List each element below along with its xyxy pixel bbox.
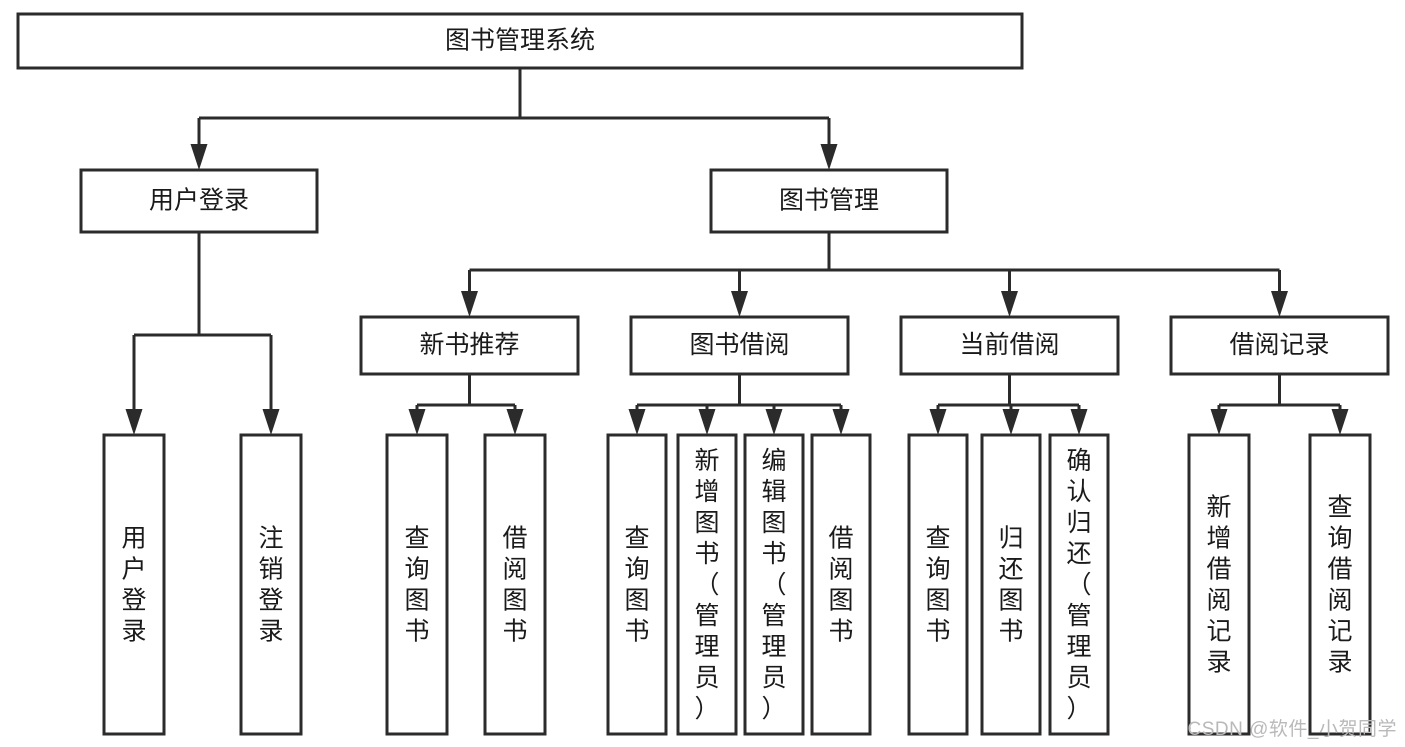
node-layer: 图书管理系统用户登录图书管理新书推荐图书借阅当前借阅借阅记录用户登录注销登录查询… bbox=[16, 12, 1390, 736]
node-box-leaf-query-book-1 bbox=[385, 433, 449, 736]
node-user-login[interactable]: 用户登录 bbox=[79, 168, 319, 234]
node-label-leaf-borrow-book-2: 借阅图书 bbox=[828, 525, 853, 646]
node-box-leaf-query-book-2 bbox=[606, 433, 668, 736]
arrowhead-leaf_query_book_3 bbox=[929, 409, 947, 435]
node-box-borrow-record bbox=[1169, 315, 1390, 376]
node-label-leaf-query-book-2: 查询图书 bbox=[624, 525, 649, 646]
node-box-current-borrow bbox=[899, 315, 1120, 376]
node-label-root: 图书管理系统 bbox=[445, 27, 595, 55]
node-leaf-borrow-book-1[interactable]: 借阅图书 bbox=[483, 433, 547, 736]
node-leaf-query-book-3[interactable]: 查询图书 bbox=[907, 433, 969, 736]
node-box-leaf-add-book bbox=[676, 433, 738, 736]
node-box-root bbox=[16, 12, 1024, 70]
node-box-leaf-user-login bbox=[102, 433, 166, 736]
arrowhead-leaf_return_book bbox=[1002, 409, 1020, 435]
node-box-user-login bbox=[79, 168, 319, 234]
node-leaf-add-book[interactable]: 新增图书（管理员） bbox=[676, 433, 738, 736]
node-borrow-record[interactable]: 借阅记录 bbox=[1169, 315, 1390, 376]
arrowhead-book_borrow bbox=[731, 291, 748, 317]
node-box-book-borrow bbox=[629, 315, 850, 376]
node-leaf-logout[interactable]: 注销登录 bbox=[239, 433, 303, 736]
node-box-leaf-add-record bbox=[1187, 433, 1251, 736]
node-label-leaf-query-book-1: 查询图书 bbox=[404, 525, 429, 646]
arrowhead-leaf_confirm_return bbox=[1070, 409, 1088, 435]
arrowhead-leaf_borrow_book_2 bbox=[832, 409, 850, 435]
arrowhead-borrow_record bbox=[1271, 291, 1288, 317]
node-label-current-borrow: 当前借阅 bbox=[959, 331, 1059, 359]
node-current-borrow[interactable]: 当前借阅 bbox=[899, 315, 1120, 376]
node-label-leaf-logout: 注销登录 bbox=[258, 525, 283, 646]
node-label-borrow-record: 借阅记录 bbox=[1229, 331, 1329, 359]
arrowhead-leaf_add_book bbox=[698, 409, 716, 435]
node-leaf-return-book[interactable]: 归还图书 bbox=[980, 433, 1042, 736]
node-label-leaf-return-book: 归还图书 bbox=[998, 525, 1023, 646]
arrowhead-user_login bbox=[190, 144, 208, 170]
node-leaf-query-book-1[interactable]: 查询图书 bbox=[385, 433, 449, 736]
node-box-leaf-logout bbox=[239, 433, 303, 736]
arrowhead-leaf_borrow_book_1 bbox=[506, 409, 524, 435]
arrowhead-leaf_user_login bbox=[125, 409, 143, 435]
node-label-leaf-add-book: 新增图书（管理员） bbox=[694, 447, 719, 723]
node-root[interactable]: 图书管理系统 bbox=[16, 12, 1024, 70]
node-leaf-query-record[interactable]: 查询借阅记录 bbox=[1308, 433, 1372, 736]
node-leaf-user-login[interactable]: 用户登录 bbox=[102, 433, 166, 736]
arrowhead-book_manage bbox=[820, 144, 838, 170]
arrowhead-leaf_query_book_1 bbox=[408, 409, 426, 435]
node-label-book-borrow: 图书借阅 bbox=[689, 331, 789, 359]
arrowhead-current_borrow bbox=[1001, 291, 1018, 317]
connector-layer bbox=[125, 68, 1349, 435]
node-box-leaf-confirm-return bbox=[1048, 433, 1110, 736]
arrowhead-leaf_add_record bbox=[1210, 409, 1228, 435]
node-book-borrow[interactable]: 图书借阅 bbox=[629, 315, 850, 376]
node-label-new-book-rec: 新书推荐 bbox=[419, 331, 519, 359]
node-label-leaf-query-record: 查询借阅记录 bbox=[1327, 494, 1352, 677]
node-box-leaf-borrow-book-2 bbox=[810, 433, 872, 736]
arrowhead-new_book_rec bbox=[461, 291, 478, 317]
node-label-leaf-edit-book: 编辑图书（管理员） bbox=[761, 447, 786, 723]
node-box-leaf-query-book-3 bbox=[907, 433, 969, 736]
arrowhead-leaf_edit_book bbox=[765, 409, 783, 435]
node-box-leaf-borrow-book-1 bbox=[483, 433, 547, 736]
arrowhead-leaf_query_record bbox=[1331, 409, 1349, 435]
node-box-new-book-rec bbox=[359, 315, 580, 376]
node-leaf-borrow-book-2[interactable]: 借阅图书 bbox=[810, 433, 872, 736]
watermark-text: CSDN @软件_小贺同学 bbox=[1187, 719, 1397, 740]
node-label-leaf-borrow-book-1: 借阅图书 bbox=[502, 525, 527, 646]
node-leaf-confirm-return[interactable]: 确认归还（管理员） bbox=[1048, 433, 1110, 736]
node-label-leaf-user-login: 用户登录 bbox=[121, 525, 146, 646]
node-book-manage[interactable]: 图书管理 bbox=[709, 168, 949, 234]
node-leaf-add-record[interactable]: 新增借阅记录 bbox=[1187, 433, 1251, 736]
node-box-book-manage bbox=[709, 168, 949, 234]
node-label-leaf-confirm-return: 确认归还（管理员） bbox=[1066, 447, 1091, 723]
node-label-leaf-add-record: 新增借阅记录 bbox=[1206, 494, 1231, 677]
node-label-user-login: 用户登录 bbox=[149, 187, 249, 215]
node-new-book-rec[interactable]: 新书推荐 bbox=[359, 315, 580, 376]
arrowhead-leaf_query_book_2 bbox=[628, 409, 646, 435]
node-label-book-manage: 图书管理 bbox=[779, 187, 879, 215]
node-box-leaf-query-record bbox=[1308, 433, 1372, 736]
node-box-leaf-edit-book bbox=[743, 433, 805, 736]
node-label-leaf-query-book-3: 查询图书 bbox=[925, 525, 950, 646]
arrowhead-leaf_logout bbox=[262, 409, 280, 435]
node-leaf-edit-book[interactable]: 编辑图书（管理员） bbox=[743, 433, 805, 736]
node-leaf-query-book-2[interactable]: 查询图书 bbox=[606, 433, 668, 736]
node-box-leaf-return-book bbox=[980, 433, 1042, 736]
